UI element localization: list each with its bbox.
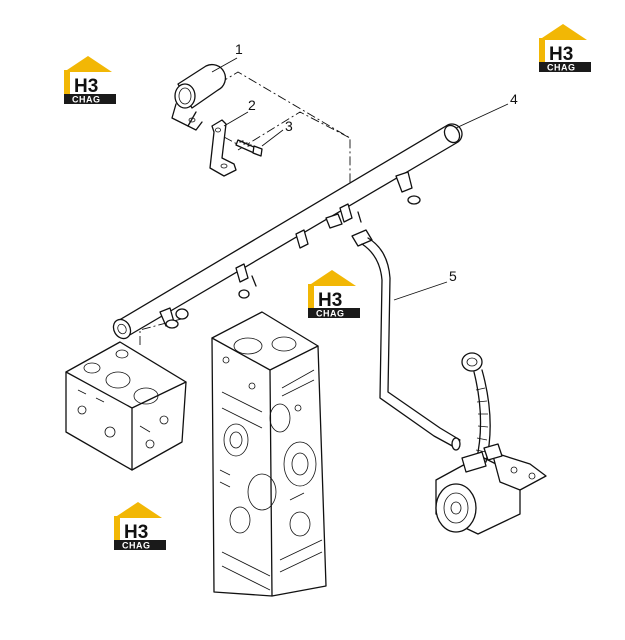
part-3-bolt xyxy=(235,139,263,157)
logo-mark: H3 xyxy=(549,44,573,65)
leader-line-3 xyxy=(261,129,284,147)
callout-2: 2 xyxy=(248,97,256,113)
callout-5: 5 xyxy=(449,268,457,284)
engine-block xyxy=(211,311,327,597)
part-1-clamp xyxy=(171,63,227,131)
logo-text: CHAG xyxy=(122,541,151,551)
fuel-pump xyxy=(435,352,547,535)
callout-numbers: 1 2 3 4 5 xyxy=(235,41,518,284)
logo-mark: H3 xyxy=(124,522,148,543)
part-2-bracket xyxy=(209,119,237,177)
logo-mark: H3 xyxy=(318,290,342,311)
leader-line-2 xyxy=(223,111,249,127)
logo-text: CHAG xyxy=(72,95,101,105)
part-5-fuel-line xyxy=(351,229,461,451)
logo-text: CHAG xyxy=(316,309,345,319)
logo-mark: H3 xyxy=(74,76,98,97)
part-4-fuel-rail xyxy=(112,123,463,340)
leader-line-1 xyxy=(211,57,238,73)
watermark-logo-bottom-left: H3 CHAG xyxy=(114,502,166,551)
watermark-logo-top-right: H3 CHAG xyxy=(539,24,591,73)
leader-line-5 xyxy=(393,281,448,301)
callout-3: 3 xyxy=(285,118,293,134)
watermark-logo-top-left: H3 CHAG xyxy=(64,56,116,105)
cylinder-head xyxy=(65,341,187,471)
leader-lines xyxy=(211,57,509,301)
watermark-logo-center: H3 CHAG xyxy=(308,270,360,319)
callout-1: 1 xyxy=(235,41,243,57)
leader-line-4 xyxy=(455,103,509,129)
logo-text: CHAG xyxy=(547,63,576,73)
callout-4: 4 xyxy=(510,91,518,107)
